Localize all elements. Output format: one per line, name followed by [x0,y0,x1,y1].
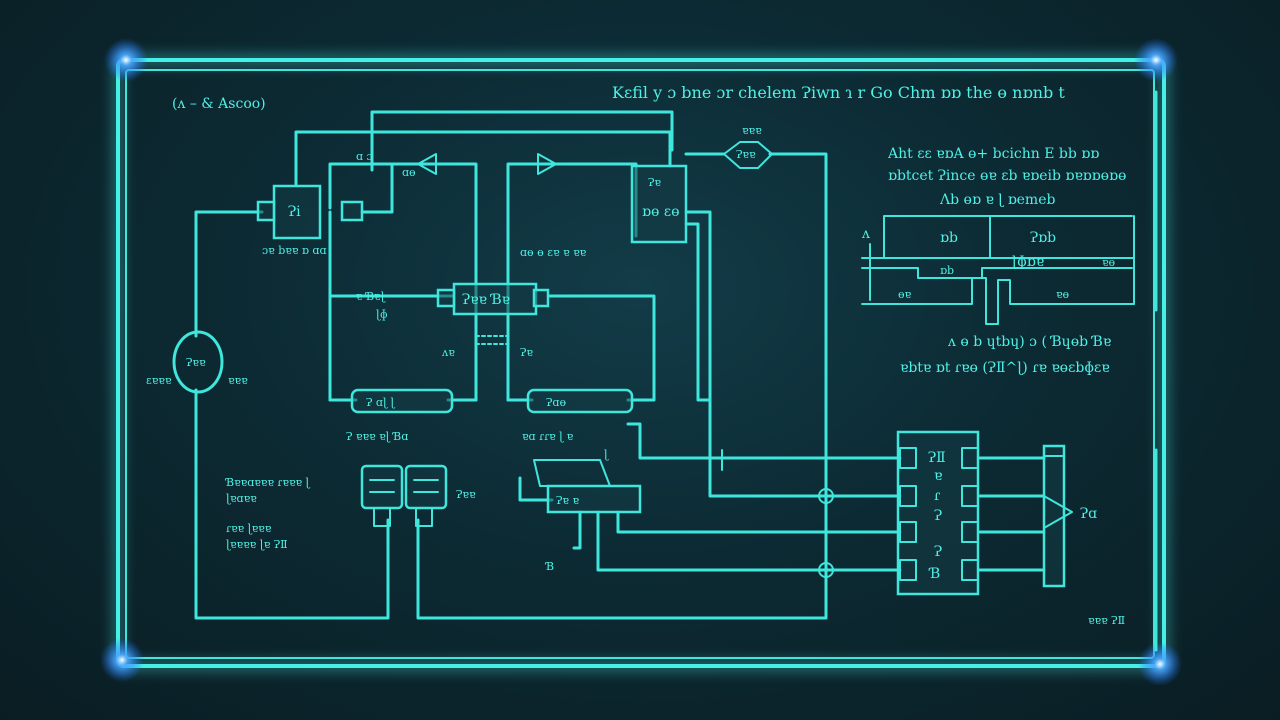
connectors: Ɂɐɐ [360,464,476,527]
timing-label-3: ɒb [940,264,954,277]
chip-b-label: ɒɵ ɛɵ [642,204,680,220]
chip-b-tag: Ɂɐ [648,176,661,189]
timing-label-6: ɵɐ [898,288,912,301]
outer-frame [116,58,1166,668]
connector-label: Ɂɐɐ [456,488,476,501]
inner-frame [125,69,1155,659]
switch-label: Ɂɐ ɐ [556,494,579,507]
timing-label-4: ɭɸɒɐ [1012,254,1044,270]
mixer-left-1: ɐ Ɓɐɭ [356,290,386,303]
corner-glow-bottom-left [100,638,144,682]
right-note-3: Ʌb ɵɒ ɐ ɭ ɒemeb [939,192,1055,208]
corner-glow-top-left [104,38,148,82]
bus-right-2: Ɂɑɵ [546,396,566,409]
output-stage: Ɂɑ [1042,444,1097,588]
timing-label-5: ɐɵ [1102,256,1116,269]
timing-label-7: ɐɵ [1056,288,1070,301]
ic-label-1: ɁⅡ [928,450,946,466]
bus-left-2: Ɂ ɑɭ ɭ [366,396,395,409]
oscillator-label: Ɂɐɐ [736,148,756,161]
formula-2: ɐbtɐ ɒt ɾɐɵ (ɁⅡ^ɭ) ɾɐ ɐɵɛbɸɛɐ [900,360,1110,376]
mixer-block: Ɂɐɐ Ɓɐ ɐ Ɓɐɭ ɭɸ ʌɐ Ɂɐ [356,282,550,359]
mixer-tag-left: ʌɐ [441,346,455,359]
formula-1: ʌ ɵ b ɥtbɥ) ɔ ( Ɓɥɵb Ɓɐ [947,334,1111,350]
ic-label-4: Ɂ [934,508,942,524]
chip-a-label: ɔɐ bɐɐ ɒ ɑɑ [262,244,327,257]
chip-a-tag: Ɂi [288,204,301,220]
chip-a: Ɂi ɔɐ bɐɐ ɒ ɑɑ [256,184,364,257]
right-note-1: Aht ɛɛ ɐɒA ɵ+ bcichn E bb ɒɒ [887,146,1099,162]
motor: Ɂɐɐ ɛɐɐɐ ɐɐɐ [146,330,248,394]
amplifiers: ɑ ɔ ɑɵ [356,150,557,179]
left-note-2: ɭɐɑɐɐ [226,492,257,505]
mixer-label: Ɂɐɐ Ɓɐ [462,292,510,308]
corner-glow-top-right [1134,38,1178,82]
output-label: Ɂɑ [1080,506,1097,522]
ic-label-3: ɾ [934,488,941,504]
small-top-label: ɐɐɐ [742,124,762,137]
wiring [194,90,1158,652]
motor-left-label: ɛɐɐɐ [146,374,172,387]
chip-b: ɒɵ ɛɵ Ɂɐ ɑɵ ɵ ɛɐ ɐ ɐɐ [520,164,688,259]
timing-label-1: ɒb [940,230,958,246]
bus-left-1: Ɂ ɐɐɐ ɐɭ Ɓɑ [346,430,408,443]
mixer-left-2: ɭɸ [376,308,388,321]
left-note-4: ɭɐɐɐɐ ɭɐ ɁⅡ [226,538,288,551]
left-note-3: ɾɐɐ ɭɐɐɐ [226,522,272,535]
ic-package: ɁⅡ ɐ ɾ Ɂ Ɂ Ɓ [896,430,980,596]
right-note-2: ɒbtcet Ɂince ɵɐ ɛb ɐɒeib ɒɐɒɒɵɒɵ [888,168,1126,184]
switch-low-tag: Ɓ [544,560,554,573]
left-note-1: Ɓɐɐɑɐɐɐ ɾɐɐɐ ɭ [224,476,311,489]
diagram-header: Kɛfil y ɔ bne ɔr chelem Ɂiwn ɿ r Go Chm … [612,83,1065,102]
timing-label-2: Ɂɒb [1030,230,1056,246]
motor-symbol: Ɂɐɐ [186,356,206,369]
mixer-tag-right: Ɂɐ [520,346,533,359]
top-left-label: (ʌ – & Ascoo) [172,96,266,112]
corner-note: ɐɐɐ ɁⅡ [1088,614,1125,627]
amp-a-label: ɑ ɔ [356,150,373,163]
ic-label-6: Ɓ [928,566,940,582]
oscillator: Ɂɐɐ [723,141,773,169]
timing-diagram: ʌ ɒb Ɂɒb ɒb ɭɸɒɐ ɐɵ ɵɐ ɐɵ [861,215,1135,325]
corner-glow-bottom-right [1138,642,1182,686]
ic-label-5: Ɂ [934,544,942,560]
switch-block: Ɂɐ ɐ ɭ Ɓ [533,448,642,573]
chip-b-row: ɑɵ ɵ ɛɐ ɐ ɐɐ [520,246,587,259]
bus-right-1: ɐɑ ɾɾɐ ɭ ɐ [522,430,574,443]
amp-b-label: ɑɵ [402,166,416,179]
ic-label-2: ɐ [934,468,942,484]
motor-right-label: ɐɐɐ [228,374,248,387]
timing-axis-label: ʌ [861,226,870,242]
switch-tag: ɭ [604,448,609,461]
bus-blocks: Ɂ ɐɐɐ ɐɭ Ɓɑ Ɂ ɑɭ ɭ ɐɑ ɾɾɐ ɭ ɐ Ɂɑɵ [346,388,634,443]
